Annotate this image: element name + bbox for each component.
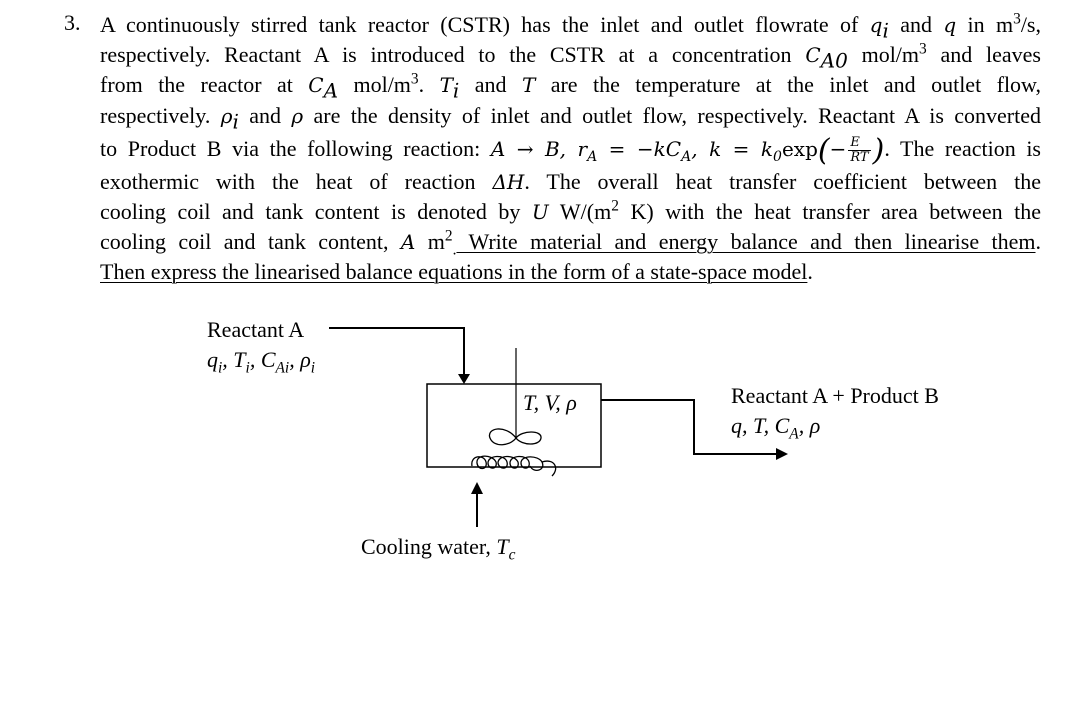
inlet-variables: qi, Ti, CAi, ρi	[207, 347, 316, 377]
outlet-arrow-icon	[776, 448, 788, 460]
problem-line-6: exothermic with the heat of reaction ΔH.…	[100, 168, 1042, 194]
problem-line-5: to Product B via the following reaction:…	[100, 132, 1041, 168]
question-number: 3.	[64, 10, 81, 35]
tank-variables: T, V, ρ	[523, 390, 577, 415]
problem-line-7: cooling coil and tank content is denoted…	[100, 197, 1041, 225]
problem-line-3: from the reactor at CA mol/m3. Ti and T …	[100, 71, 1042, 103]
outlet-label: Reactant A + Product B	[731, 383, 939, 408]
problem-line-2: respectively. Reactant A is introduced t…	[100, 40, 1041, 73]
problem-line-1: A continuously stirred tank reactor (CST…	[100, 10, 1041, 43]
problem-line-9: Then express the linearised balance equa…	[100, 259, 813, 285]
task-instruction-2: Then express the linearised balance equa…	[100, 259, 808, 285]
inlet-label: Reactant A	[207, 317, 305, 342]
cooling-water-arrow-icon	[471, 482, 483, 494]
outlet-variables: q, T, CA, ρ	[731, 413, 821, 443]
problem-line-4: respectively. ρi and ρ are the density o…	[100, 102, 1042, 133]
impeller-icon	[488, 428, 542, 446]
inlet-stream-line	[329, 327, 465, 376]
cooling-coil-icon	[471, 455, 557, 477]
task-instruction-1: Write material and energy balance and th…	[456, 229, 1036, 255]
inlet-arrow-icon	[458, 374, 470, 384]
cooling-water-label: Cooling water, Tc	[361, 534, 516, 564]
problem-line-8: cooling coil and tank content, A m2. Wri…	[100, 227, 1042, 259]
problem-statement: A continuously stirred tank reactor (CST…	[100, 10, 1041, 287]
